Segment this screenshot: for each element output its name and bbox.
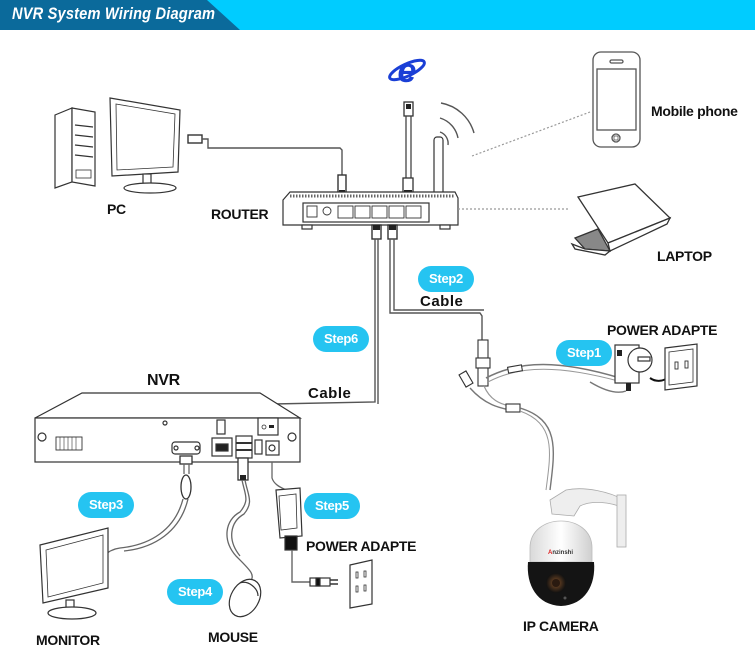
mobile-phone-icon [592,51,641,148]
wall-socket-icon [664,343,698,391]
pc-monitor-icon [109,97,181,194]
step-badge-3: Step3 [78,492,134,518]
svg-text:Anzinshi: Anzinshi [548,550,573,556]
router-icon [282,136,459,230]
mobile-phone-label: Mobile phone [651,103,738,119]
pc-tower-icon [54,107,96,189]
nvr-label: NVR [147,372,180,389]
internet-explorer-icon: e [388,52,426,90]
nvr-power-adapter-icon [271,462,338,587]
pc-label: PC [107,201,126,217]
mouse-icon [228,578,262,618]
page-title: NVR System Wiring Diagram [12,4,216,23]
laptop-label: LAPTOP [657,248,712,264]
header-banner-accent [0,0,240,30]
svg-text:e: e [398,52,417,90]
camera-power-adapter-icon [589,344,680,393]
nvr-wall-socket-icon [349,559,373,609]
camera-connector-bundle [458,339,623,491]
step-badge-4: Step4 [167,579,223,605]
nvr-icon [34,392,303,463]
wireless-link-phone [471,111,591,157]
nvr-power-adapter-label: POWER ADAPTE [306,538,417,554]
camera-power-adapter-label: POWER ADAPTE [607,322,718,338]
router-camera-cable-label: Cable [420,293,464,310]
ip-camera-icon: Anzinshi [527,488,627,606]
mouse-label: MOUSE [208,629,258,645]
router-nvr-cable [219,224,382,420]
monitor-label: MONITOR [36,632,100,648]
router-label: ROUTER [211,206,269,222]
router-camera-cable [387,224,484,340]
laptop-icon [570,183,672,256]
mouse-cable [226,457,253,583]
internet-cable [402,101,414,195]
monitor-icon [39,527,109,620]
wifi-signal-icon [439,102,475,146]
ip-camera-label: IP CAMERA [523,618,599,634]
pc-router-cable [187,134,347,196]
step-badge-6: Step6 [313,326,369,352]
step-badge-2: Step2 [418,266,474,292]
router-nvr-cable-label: Cable [308,385,352,402]
step-badge-5: Step5 [304,493,360,519]
step-badge-1: Step1 [556,340,612,366]
